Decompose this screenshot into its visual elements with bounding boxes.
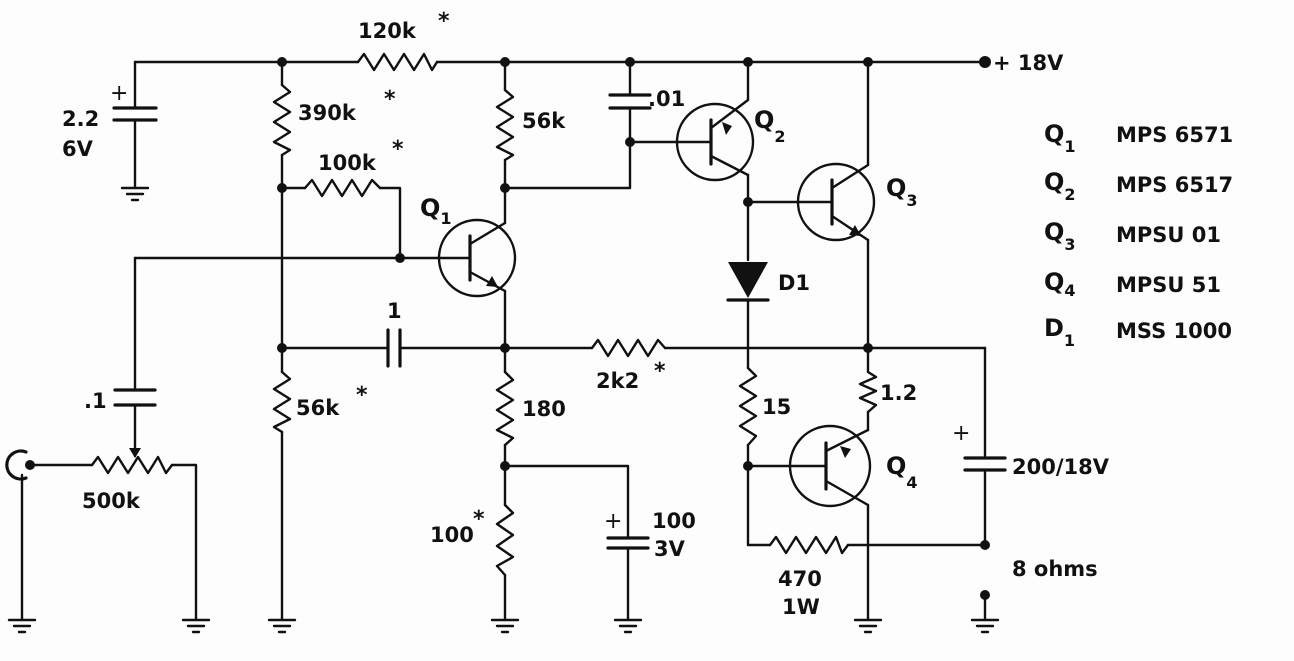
label-200-18v: 200/18V bbox=[1012, 455, 1110, 479]
ground-pot bbox=[181, 618, 211, 634]
parts-list-designator: Q4 bbox=[1044, 268, 1076, 300]
ground-q4 bbox=[853, 618, 883, 634]
label-15: 15 bbox=[762, 395, 791, 419]
label-390k: 390k bbox=[298, 101, 357, 125]
label-2-2: 2.2 bbox=[62, 107, 99, 131]
plus-100: + bbox=[604, 509, 622, 534]
star-390k: * bbox=[384, 87, 396, 112]
resistor-1-2 bbox=[858, 370, 878, 414]
transistor-q2 bbox=[674, 98, 755, 182]
label-180: 180 bbox=[522, 397, 566, 421]
label-q2: Q2 bbox=[754, 106, 786, 146]
parts-list-part: MPS 6571 bbox=[1116, 123, 1233, 147]
resistor-390k bbox=[272, 83, 292, 157]
capacitor-200 bbox=[963, 456, 1007, 472]
star-2k2: * bbox=[654, 359, 666, 384]
resistor-120k bbox=[356, 52, 439, 72]
parts-list-part: MPSU 51 bbox=[1116, 273, 1221, 297]
parts-list-designator: Q2 bbox=[1044, 168, 1076, 204]
label-q3: Q3 bbox=[886, 174, 918, 210]
parts-list-designator: D1 bbox=[1044, 314, 1075, 350]
label-speaker: 8 ohms bbox=[1012, 557, 1098, 581]
plus-2-2: + bbox=[110, 81, 128, 106]
resistor-56k-top bbox=[495, 88, 515, 162]
parts-list-part: MSS 1000 bbox=[1116, 319, 1232, 343]
label-d1: D1 bbox=[778, 271, 810, 295]
label-56k-bottom: 56k bbox=[296, 396, 340, 420]
ground-100 bbox=[490, 618, 520, 634]
ground-speaker bbox=[970, 618, 1000, 634]
input-jack bbox=[5, 449, 35, 481]
resistor-180 bbox=[495, 370, 515, 447]
parts-list-part: MPS 6517 bbox=[1116, 173, 1233, 197]
transistor-q1 bbox=[435, 218, 517, 298]
label-100-cap: 100 bbox=[652, 509, 696, 533]
capacitor-100 bbox=[606, 536, 650, 550]
capacitor-1 bbox=[386, 328, 402, 368]
label-point-1: .1 bbox=[84, 389, 107, 413]
ground-56k bbox=[267, 618, 297, 634]
parts-list: Q1 MPS 6571 Q2 MPS 6517 Q3 MPSU 01 Q4 MP… bbox=[1044, 120, 1233, 350]
plus-200: + bbox=[952, 421, 970, 446]
label-3v: 3V bbox=[654, 537, 686, 561]
label-q4: Q4 bbox=[886, 452, 918, 492]
resistor-100k bbox=[303, 178, 382, 198]
potentiometer-500k bbox=[90, 448, 174, 475]
label-1w: 1W bbox=[782, 595, 820, 619]
label-q1: Q1 bbox=[420, 194, 452, 228]
resistor-15 bbox=[738, 366, 758, 447]
labels: + 18V 120k * 390k * 100k * 56k 56k * 180… bbox=[62, 9, 1110, 619]
parts-list-part: MPSU 01 bbox=[1116, 223, 1221, 247]
star-120k: * bbox=[438, 9, 450, 34]
supply-label: + 18V bbox=[993, 51, 1064, 75]
ground-2-2uf bbox=[120, 186, 150, 202]
label-100k: 100k bbox=[318, 151, 377, 175]
star-56k-bottom: * bbox=[356, 383, 368, 408]
star-100: * bbox=[473, 507, 485, 532]
label-120k: 120k bbox=[358, 19, 417, 43]
label-500k: 500k bbox=[82, 489, 141, 513]
ground-100uf bbox=[613, 618, 643, 634]
junction-dots bbox=[277, 56, 991, 600]
label-470: 470 bbox=[778, 567, 822, 591]
resistor-56k-bottom bbox=[272, 370, 292, 434]
transistor-q4 bbox=[788, 424, 872, 508]
transistor-q3 bbox=[796, 162, 876, 242]
resistor-2k2 bbox=[590, 338, 667, 358]
star-100k: * bbox=[392, 137, 404, 162]
label-2k2: 2k2 bbox=[596, 369, 639, 393]
label-1-2: 1.2 bbox=[880, 381, 917, 405]
label-56k-top: 56k bbox=[522, 109, 566, 133]
diode-d1 bbox=[726, 262, 770, 302]
parts-list-designator: Q3 bbox=[1044, 218, 1076, 254]
ground-symbols bbox=[7, 186, 1000, 634]
capacitor-2-2 bbox=[112, 106, 158, 122]
label-1: 1 bbox=[387, 299, 402, 323]
label-01: .01 bbox=[648, 87, 685, 111]
capacitor-point-1 bbox=[113, 388, 157, 407]
label-6v: 6V bbox=[62, 137, 94, 161]
wires bbox=[20, 60, 987, 622]
resistor-470 bbox=[768, 535, 850, 555]
ground-jack bbox=[7, 618, 37, 634]
label-100-resistor: 100 bbox=[430, 523, 474, 547]
resistor-100 bbox=[495, 503, 515, 577]
parts-list-designator: Q1 bbox=[1044, 120, 1076, 156]
capacitor-01 bbox=[608, 93, 652, 110]
